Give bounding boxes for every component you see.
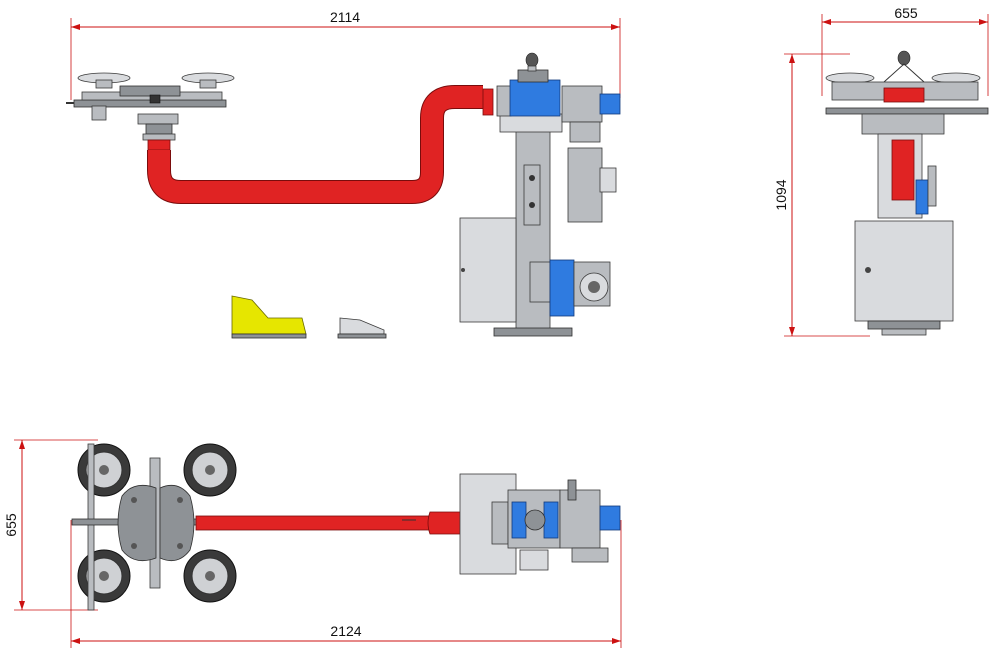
dimension-front-height: 1094 <box>773 53 870 337</box>
column-side <box>459 113 573 337</box>
red-pipe-top <box>195 507 493 539</box>
dimension-label-front-width: 655 <box>894 5 918 21</box>
dimension-side-width: 2114 <box>70 9 621 100</box>
foot-pedal-grey <box>337 317 387 339</box>
drive-head-side <box>496 52 621 223</box>
drive-body-top <box>459 473 621 575</box>
dimension-top-height: 655 <box>3 439 98 611</box>
dimension-top-width: 2124 <box>70 520 622 648</box>
foot-pedal-yellow <box>231 295 307 339</box>
top-view: 655 2124 <box>3 439 622 648</box>
dimension-label-side-width: 2114 <box>330 9 360 25</box>
front-assembly <box>825 50 989 336</box>
dimension-label-top-height: 655 <box>3 513 19 537</box>
dimension-front-width: 655 <box>821 5 989 96</box>
dimension-label-front-height: 1094 <box>773 179 789 210</box>
vacuum-head-side <box>66 72 235 151</box>
head-frame-top <box>71 443 203 611</box>
front-view: 655 1094 <box>773 5 989 337</box>
lower-motor-side <box>529 259 611 317</box>
dimension-label-top-width: 2124 <box>330 623 361 639</box>
side-view: 2114 <box>66 9 621 339</box>
red-pipe-side <box>147 85 494 204</box>
